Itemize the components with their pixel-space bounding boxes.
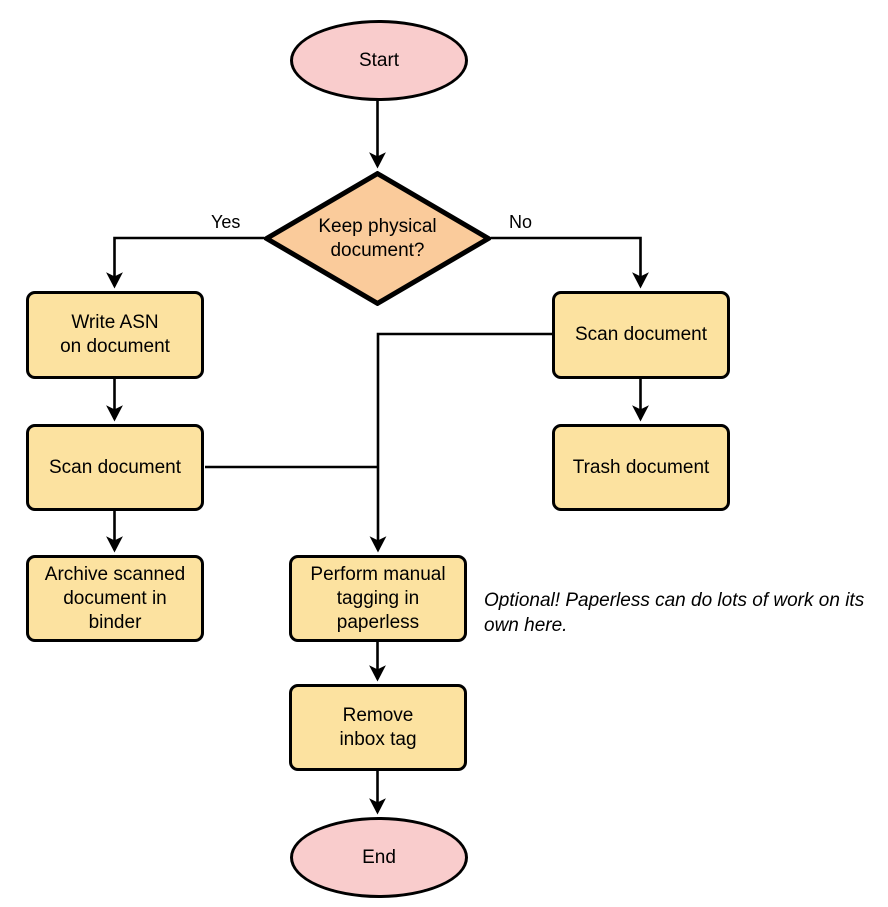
node-write-asn-label: Write ASN on document xyxy=(60,312,170,357)
edge-label-no: No xyxy=(509,212,533,232)
edge-scan-right-to-tagging xyxy=(369,332,552,553)
node-start[interactable]: Start xyxy=(290,20,468,101)
node-archive-scanned-document[interactable]: Archive scanned document in binder xyxy=(26,555,204,642)
node-end[interactable]: End xyxy=(290,817,468,898)
node-trash-document-label: Trash document xyxy=(572,456,710,478)
node-scan-document-right[interactable]: Scan document xyxy=(552,291,730,379)
node-remove-inbox-tag-label: Remove inbox tag xyxy=(339,704,417,750)
node-perform-manual-tagging[interactable]: Perform manual tagging in paperless xyxy=(289,555,467,642)
edge-decision-to-scan-right xyxy=(491,236,649,289)
node-start-label: Start xyxy=(358,49,400,71)
node-scan-document-left[interactable]: Scan document xyxy=(26,424,204,511)
node-end-label: End xyxy=(362,846,396,868)
node-remove-inbox-tag[interactable]: Remove inbox tag xyxy=(289,684,467,771)
annotation-optional-note: Optional! Paperless can do lots of work … xyxy=(484,590,865,636)
node-decision-label: Keep physical document? xyxy=(318,215,437,261)
node-archive-label: Archive scanned document in binder xyxy=(44,563,186,633)
diamond-shape xyxy=(264,171,491,306)
node-write-asn-on-document[interactable]: Write ASN on document xyxy=(26,291,204,379)
node-trash-document[interactable]: Trash document xyxy=(552,424,730,511)
edge-label-yes: Yes xyxy=(211,212,241,232)
node-decision-keep-physical-document[interactable]: Keep physical document? xyxy=(264,171,491,306)
node-scan-document-right-label: Scan document xyxy=(574,324,708,345)
node-scan-document-left-label: Scan document xyxy=(48,456,182,478)
node-tagging-label: Perform manual tagging in paperless xyxy=(310,563,446,633)
edge-decision-to-write-asn xyxy=(106,236,264,289)
